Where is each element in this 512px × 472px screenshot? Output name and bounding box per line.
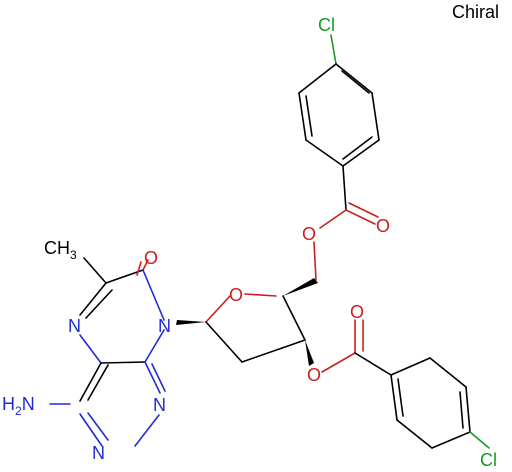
carbonyl-oxygen-bottom: O (350, 302, 364, 322)
ester-oxygen-bottom: O (307, 365, 321, 385)
wedge-c4-ch2 (283, 278, 318, 296)
keto-oxygen: O (144, 248, 158, 268)
pteridine-nitrogen-5: N (68, 316, 81, 336)
pyrimidine-nitrogen-3: N (92, 443, 105, 463)
methyl-group: CH3 (44, 238, 77, 262)
top-chlorophenyl-ring (298, 34, 380, 167)
chlorine-atom-top: Cl (318, 15, 335, 35)
bottom-ester-linkage (321, 319, 392, 376)
wedge-c3-o (305, 340, 314, 366)
pyrimidine-nitrogen-1: N (153, 395, 166, 415)
chlorine-atom-bottom: Cl (480, 450, 497, 470)
top-ester-linkage (313, 165, 379, 281)
wedge-c1-n (176, 320, 206, 325)
amino-group: H2N (2, 394, 35, 418)
carbonyl-oxygen-top: O (376, 216, 390, 236)
ester-oxygen-top: O (302, 224, 316, 244)
chiral-label: Chiral (452, 2, 499, 22)
ring-oxygen: O (229, 285, 243, 305)
glycosidic-nitrogen: N (158, 316, 171, 336)
bottom-chlorophenyl-ring (390, 357, 490, 449)
pteridine-bicycle (49, 257, 166, 447)
sugar-ring (205, 293, 306, 363)
